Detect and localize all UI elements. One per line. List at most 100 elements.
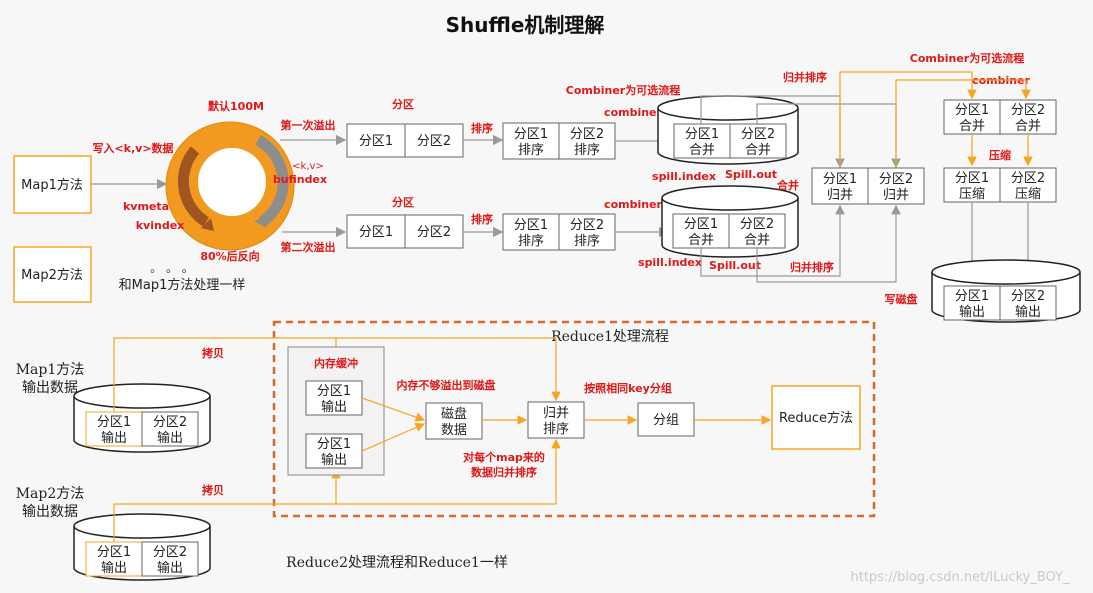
merged-partitions: 分区1 归并 分区2 归并 — [811, 167, 925, 205]
m2out-p1-a: 分区1 — [97, 545, 131, 560]
row2-p1-text: 分区1 — [359, 225, 393, 240]
m1out-p2-a: 分区2 — [153, 415, 187, 430]
ring-arrow-right — [255, 135, 289, 227]
row1-sort-p2-b: 排序 — [574, 143, 600, 158]
combined-p1-a: 分区1 — [955, 103, 989, 118]
disk1-p1-b: 合并 — [689, 143, 715, 158]
map2-note: 和Map1方法处理一样 — [119, 277, 246, 293]
row2-sort-p2-b: 排序 — [574, 234, 600, 249]
compress-label: 压缩 — [989, 148, 1011, 162]
row2-partition2 — [404, 214, 464, 249]
map1-label: Map1方法 — [21, 177, 83, 193]
compressed-p1-a: 分区1 — [955, 171, 989, 186]
map1-output-title-a: Map1方法 — [16, 362, 85, 378]
reduce-method-box — [771, 385, 861, 450]
merge-sort-label-1: 归并排序 — [783, 70, 827, 84]
reduce2-note: Reduce2处理流程和Reduce1一样 — [286, 555, 508, 571]
write-disk-label: 写磁盘 — [885, 292, 918, 306]
m2out-p1-b: 输出 — [101, 560, 127, 576]
combined-p2-b: 合并 — [1015, 119, 1041, 134]
row2-sort-p2-a: 分区2 — [570, 218, 604, 233]
buf2-b: 输出 — [321, 452, 347, 468]
disk-data-a: 磁盘 — [441, 406, 467, 422]
reduce-merge-sort-b: 排序 — [543, 422, 569, 437]
map2-box — [13, 246, 92, 303]
disk2-p1-b: 合并 — [688, 233, 714, 248]
row2-partition1 — [346, 214, 406, 249]
final-p2-a: 分区2 — [1011, 289, 1045, 304]
compressed-p1-b: 压缩 — [959, 186, 985, 202]
row2-sort-p1-a: 分区1 — [514, 218, 548, 233]
disk1-p1-a: 分区1 — [685, 127, 719, 142]
reduce1-flow-title: Reduce1处理流程 — [551, 329, 669, 345]
merged-p2-b: 归并 — [883, 188, 909, 203]
map2-output-disk: 分区1 输出 分区2 输出 — [73, 513, 211, 581]
combiner-optional-label-2: Combiner为可选流程 — [910, 51, 1024, 65]
m2out-p2-b: 输出 — [157, 560, 183, 576]
final-p1-b: 输出 — [959, 304, 985, 320]
compressed-p2-a: 分区2 — [1011, 171, 1045, 186]
disk-data-b: 数据 — [441, 423, 467, 438]
merged-p1-a: 分区1 — [823, 172, 857, 187]
m1out-p1-a: 分区1 — [97, 415, 131, 430]
disk2-p1-a: 分区1 — [684, 217, 718, 232]
reduce-merge-sort-a: 归并 — [543, 406, 569, 421]
bufindex-label: bufindex — [273, 173, 327, 186]
merged-p1-b: 归并 — [827, 188, 853, 203]
disk2-p2-b: 合并 — [744, 233, 770, 248]
compressed-partitions: 分区1 压缩 分区2 压缩 — [943, 167, 1057, 203]
ring-kv-label: <k,v> — [292, 161, 324, 172]
disk1-p2-b: 合并 — [745, 143, 771, 158]
map2-label: Map2方法 — [21, 267, 83, 283]
per-map-label-b: 数据归并排序 — [471, 465, 537, 479]
ring-buffer — [165, 121, 295, 251]
memory-spill-label: 内存不够溢出到磁盘 — [397, 378, 496, 392]
ring-arrow-left — [177, 146, 210, 227]
spill-disk-2: 分区1 合并 分区2 合并 — [661, 185, 799, 258]
group-text: 分组 — [653, 413, 679, 428]
map2-output-title-b: 输出数据 — [22, 504, 78, 520]
combiner-optional-label-1: Combiner为可选流程 — [566, 83, 680, 97]
partition-label-1: 分区 — [392, 97, 414, 111]
row1-sort-p1-b: 排序 — [518, 143, 544, 158]
spill-index-label-1: spill.index — [652, 170, 716, 183]
combiner-label-2: combiner — [604, 198, 662, 211]
combined-partitions: 分区1 合并 分区2 合并 — [943, 99, 1057, 135]
reduce1-flow-frame — [272, 320, 876, 518]
spill-disk-1: 分区1 合并 分区2 合并 — [657, 95, 799, 165]
m1out-p1-b: 输出 — [101, 430, 127, 446]
row1-sorted: 分区1 排序 分区2 排序 — [502, 122, 616, 160]
map1-output-title-b: 输出数据 — [22, 380, 78, 396]
per-map-label-a: 对每个map来的 — [463, 450, 545, 464]
map2-output-title-a: Map2方法 — [16, 486, 85, 502]
partition-label-2: 分区 — [392, 195, 414, 209]
combined-p2-a: 分区2 — [1011, 103, 1045, 118]
row2-p2-text: 分区2 — [417, 225, 451, 240]
group-box — [637, 402, 695, 437]
row2-sort-p1-b: 排序 — [518, 234, 544, 249]
write-kv-label: 写入<k,v>数据 — [92, 141, 173, 155]
reverse-80-label: 80%后反向 — [200, 249, 259, 263]
kvmeta-label: kvmeta — [123, 200, 169, 213]
map-output-disk: 分区1 输出 分区2 输出 — [931, 259, 1081, 323]
merge-sort-label-2: 归并排序 — [790, 260, 834, 274]
final-p2-b: 输出 — [1015, 304, 1041, 320]
default-100m-label: 默认100M — [208, 99, 264, 113]
first-spill-label: 第一次溢出 — [281, 118, 336, 132]
copy-label-2: 拷贝 — [202, 483, 224, 497]
map1-box — [13, 155, 92, 214]
combined-p1-b: 合并 — [959, 119, 985, 134]
map1-output-disk: 分区1 输出 分区2 输出 — [73, 383, 211, 453]
buffer-partition-2 — [305, 433, 363, 469]
merge-label: 合并 — [777, 178, 799, 192]
reduce-method-text: Reduce方法 — [779, 410, 853, 426]
combiner-label-1: combiner — [604, 106, 662, 119]
second-spill-label: 第二次溢出 — [281, 240, 336, 254]
memory-buffer-label: 内存缓冲 — [314, 356, 358, 370]
buf2-a: 分区1 — [317, 437, 351, 452]
m2out-p2-a: 分区2 — [153, 545, 187, 560]
row1-sort-p2-a: 分区2 — [570, 127, 604, 142]
disk-data-box — [425, 402, 483, 440]
